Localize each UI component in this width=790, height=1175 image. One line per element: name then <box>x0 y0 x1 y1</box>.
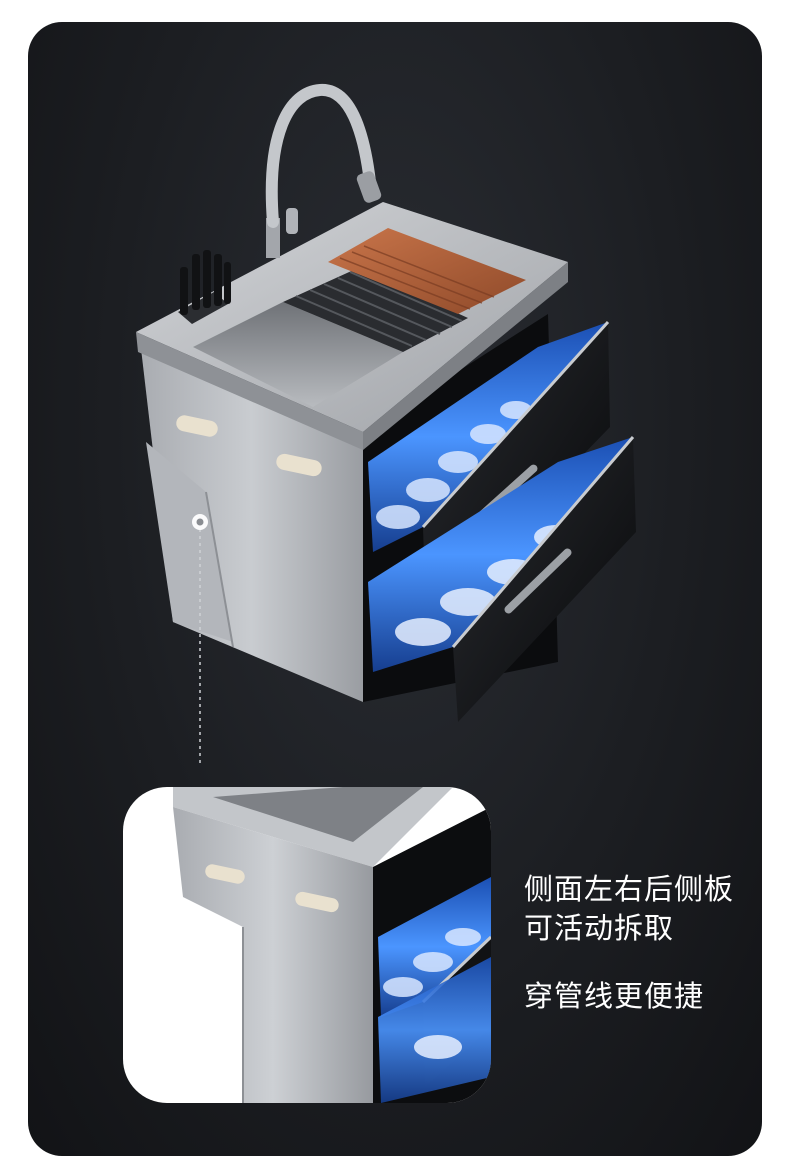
closeup-side-panel <box>173 807 373 1103</box>
closeup-illustration <box>173 787 491 1103</box>
side-handle-right <box>276 453 322 477</box>
drain-rack <box>283 268 468 352</box>
caption-line-3: 穿管线更便捷 <box>524 979 705 1013</box>
faucet-icon <box>265 84 382 258</box>
sink-cabinet-illustration <box>136 84 636 764</box>
product-card: 侧面左右后侧板 可活动拆取 穿管线更便捷 <box>28 22 762 1156</box>
caption-line-1: 侧面左右后侧板 <box>524 872 735 906</box>
knife-block-icon <box>178 250 231 324</box>
hotspot-dot-icon <box>192 514 208 530</box>
closeup-inset <box>123 787 491 1103</box>
lower-drawer-interior <box>368 437 633 672</box>
sink-basin <box>193 302 403 407</box>
caption-line-2: 可活动拆取 <box>524 911 675 945</box>
removable-side-panel <box>146 442 233 642</box>
closeup-basin <box>213 787 423 842</box>
side-handle-left <box>176 415 218 437</box>
